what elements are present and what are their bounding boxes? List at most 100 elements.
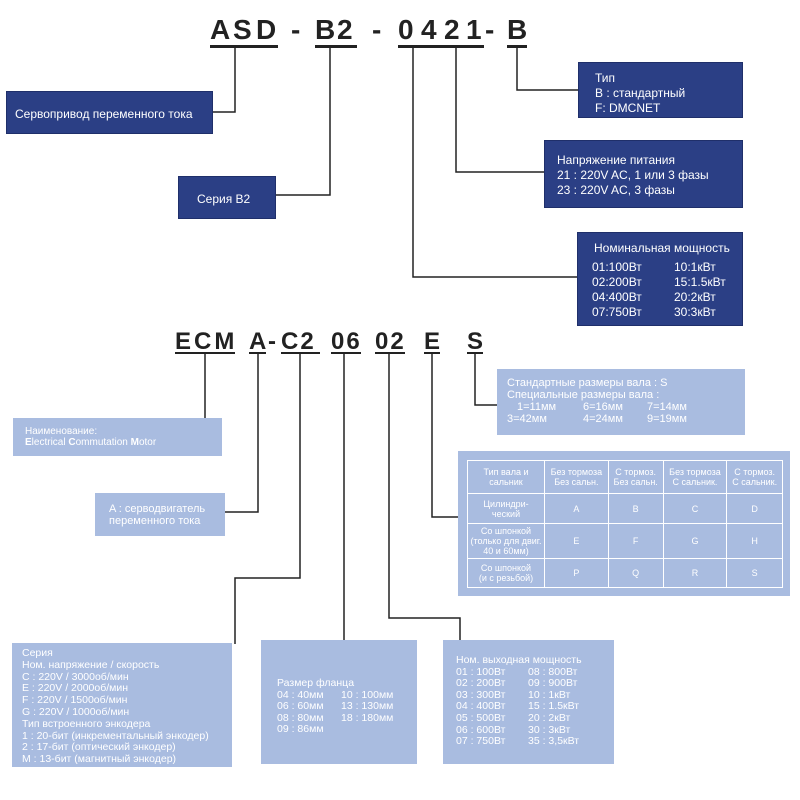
code-char-1: 1: [466, 14, 482, 45]
series-line: Тип встроенного энкодера: [22, 717, 151, 730]
code-02: 02: [375, 328, 406, 355]
power-cell: 15:1.5кВт: [674, 275, 726, 289]
flange-cell: 04 : 40мм: [277, 688, 324, 701]
underline-a: [249, 352, 266, 354]
table-row: Цилиндри-ческий A B C D: [467, 493, 783, 524]
shaft-cell: 1=11мм: [517, 401, 557, 413]
flange-row: 04 : 40мм 10 : 100мм: [277, 688, 417, 702]
connector-asd: [213, 47, 236, 113]
code-dash-2: -: [372, 14, 382, 45]
output-power-cell: 04 : 400Вт: [456, 700, 506, 713]
voltage-title: Напряжение питания: [557, 153, 675, 167]
table-cell: D: [726, 493, 783, 524]
table-cell: A: [544, 493, 609, 524]
output-power-cell: 10 : 1кВт: [528, 688, 571, 701]
code-char-b: B: [315, 14, 336, 45]
table-cell: Q: [607, 558, 664, 588]
connector-02: [388, 353, 461, 640]
servo-box: A : серводвигатель переменного тока: [95, 493, 225, 536]
table-cell: C: [662, 493, 728, 524]
underline-02: [375, 352, 405, 354]
flange-row: 08 : 80мм 18 : 180мм: [277, 711, 417, 725]
connector-e: [431, 353, 458, 518]
series-line: F : 220V / 1500об/мин: [22, 694, 128, 707]
underline-asd: [210, 45, 278, 48]
code-char-2b: 2: [444, 14, 460, 45]
shaft-cell: 9=19мм: [647, 413, 687, 425]
underline-e: [424, 352, 440, 354]
table-row-label: Цилиндри-ческий: [467, 493, 545, 524]
code-char-b2: B: [507, 14, 528, 45]
type-line-b: B : стандартный: [595, 86, 686, 100]
flange-box: Размер фланца 04 : 40мм 10 : 100мм 06 : 6…: [261, 640, 417, 764]
code-dash: -: [268, 328, 276, 355]
table-row: Со шпонкой(только для двиг.40 и 60мм) E …: [467, 523, 783, 559]
series-line: E : 220V / 2000об/мин: [22, 682, 129, 695]
output-power-cell: 01 : 100Вт: [456, 665, 506, 678]
series-label: Серия B2: [197, 192, 251, 206]
output-power-cell: 02 : 200Вт: [456, 677, 506, 690]
power-cell: 02:200Вт: [592, 275, 642, 289]
flange-cell: 18 : 180мм: [341, 711, 394, 724]
underline-0421: [398, 45, 484, 48]
shaft-cell: 7=14мм: [647, 401, 687, 413]
underline-b2: [315, 45, 357, 48]
shaft-cell: 3=42мм: [507, 413, 547, 425]
name-box: Наименование: Electrical Commutation Mot…: [13, 418, 222, 456]
series-box: Серия B2: [178, 176, 276, 219]
shaft-line-standard: Стандартные размеры вала : S: [507, 377, 668, 389]
output-power-cell: 09 : 900Вт: [528, 677, 578, 690]
table-cell: H: [726, 523, 783, 559]
flange-cell: 06 : 60мм: [277, 700, 324, 712]
series-line: 2 : 17-бит (оптический энкодер): [22, 741, 176, 754]
shaft-row: 1=11мм 6=16мм 7=14мм: [517, 401, 745, 413]
table-row-label: Со шпонкой(только для двиг.40 и 60мм): [467, 523, 545, 559]
connector-type: [516, 47, 578, 91]
power-title: Номинальная мощность: [594, 241, 730, 255]
power-cell: 30:3кВт: [674, 305, 716, 319]
table-row-label: Со шпонкой(и с резьбой): [467, 558, 545, 588]
shaft-box: Стандартные размеры вала : S Специальные…: [497, 369, 745, 435]
output-power-row: 02 : 200Вт 09 : 900Вт: [456, 678, 614, 690]
power-cell: 01:100Вт: [592, 260, 642, 274]
name-letter-e: E: [25, 437, 32, 448]
flange-title: Размер фланца: [277, 677, 355, 689]
power-cell: 07:750Вт: [592, 305, 642, 319]
code-e: E: [424, 328, 441, 355]
type-box: Тип B : стандартный F: DMCNET: [578, 62, 743, 118]
table-header-cell: С тормоз.Без сальн.: [607, 460, 664, 494]
flange-cell: 10 : 100мм: [341, 688, 394, 701]
table-cell: R: [662, 558, 728, 588]
table-cell: B: [607, 493, 664, 524]
name-word-c: ommutation: [75, 437, 131, 448]
underline-ecm: [175, 352, 235, 354]
flange-cell: 09 : 86мм: [277, 723, 324, 735]
shaft-cell: 6=16мм: [583, 401, 623, 413]
type-title: Тип: [595, 71, 616, 85]
name-word-e: lectrical: [31, 437, 69, 448]
connector-c2: [234, 353, 301, 644]
flange-cell: 08 : 80мм: [277, 711, 324, 724]
power-cell: 04:400Вт: [592, 290, 642, 304]
drive-label: Сервопривод переменного тока: [15, 107, 193, 121]
motor-series-box: Серия Ном. напряжение / скорость C : 220…: [12, 643, 232, 767]
underline-c2: [281, 352, 320, 354]
name-line2: Electrical Commutation Motor: [25, 437, 222, 448]
output-power-title: Ном. выходная мощность: [456, 654, 582, 666]
connector-0421: [412, 47, 577, 278]
